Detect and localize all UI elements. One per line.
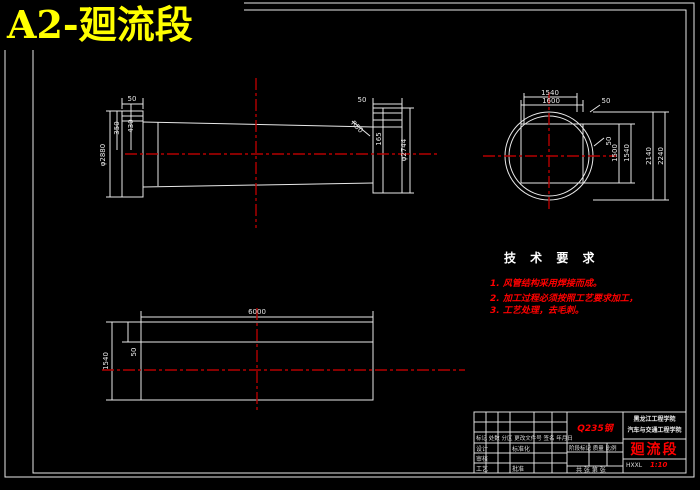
drawing-title-banner: A2-廻流段 xyxy=(0,0,244,50)
side-view xyxy=(106,98,414,198)
dim-ring-thickness: 50 xyxy=(601,97,611,105)
organization-line2: 汽车与交通工程学院 xyxy=(627,427,682,434)
dim-offset-c: 165 xyxy=(375,132,383,146)
organization-line1: 黑龙江工程学院 xyxy=(633,416,676,423)
dim-length: 6000 xyxy=(248,308,266,316)
dim-circle-outer: 2240 xyxy=(657,147,665,165)
dim-bottom-height: 1540 xyxy=(102,352,110,370)
dim-offset-b: 430 xyxy=(127,119,135,133)
sheet-border xyxy=(4,2,695,478)
dim-circle-inner: 2140 xyxy=(645,147,653,165)
centerlines xyxy=(102,78,616,412)
material-cell: Q235钢 xyxy=(577,424,613,434)
tech-requirement-1: 1. 风管结构采用焊接而成。 xyxy=(490,279,602,289)
stage-row: 阶段标记 质量 比例 xyxy=(569,446,617,452)
design-label: 设计 xyxy=(476,446,489,453)
tech-requirement-3: 3. 工艺处理，去毛刺。 xyxy=(490,306,584,316)
dim-left-flange-width: 50 xyxy=(127,95,137,103)
tech-requirement-2: 2. 加工过程必须按照工艺要求加工， xyxy=(490,294,638,304)
dim-top-outer-width: 1600 xyxy=(542,97,560,105)
dim-right-flange-width: 50 xyxy=(357,96,367,104)
dim-height: 1540 xyxy=(623,144,631,162)
code-label: HXXL xyxy=(626,462,643,469)
part-name: 廻流段 xyxy=(630,442,679,458)
title-block-grid xyxy=(473,411,687,474)
code-value: 1:10 xyxy=(650,461,668,469)
dim-right-diameter: φ2744 xyxy=(400,138,408,162)
dim-left-diameter: φ2880 xyxy=(99,143,107,167)
revision-row: 标记 处数 分区 更改文件号 签名 年月日 xyxy=(476,436,573,442)
dim-bottom-wall: 50 xyxy=(130,347,138,357)
dim-top-width: 1540 xyxy=(541,89,559,97)
dim-height-inner: 1500 xyxy=(611,144,619,162)
check-label: 审核 xyxy=(476,456,489,463)
dim-offset-a: 350 xyxy=(113,121,121,135)
standardization-label: 标准化 xyxy=(512,446,531,453)
bottom-view xyxy=(106,311,374,401)
tech-requirements-title: 技 术 要 求 xyxy=(504,251,600,265)
sheet-row: 共 张 第 张 xyxy=(576,467,606,474)
process-label: 工艺 xyxy=(476,466,489,473)
approve-label: 批准 xyxy=(512,466,525,473)
